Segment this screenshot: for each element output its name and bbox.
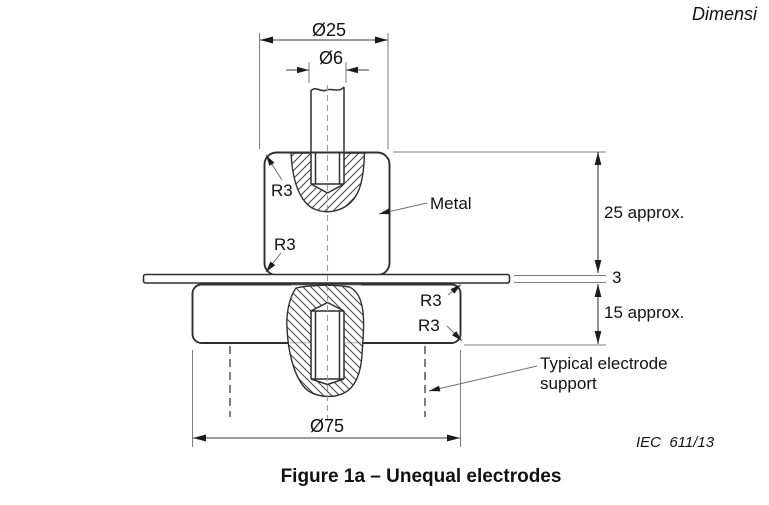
height-upper-value: 25 approx.	[604, 203, 684, 222]
arrowhead	[375, 36, 388, 44]
iec-figure-reference: IEC 611/13	[636, 434, 715, 451]
dim-height-lower: 15 approx.	[464, 284, 684, 346]
r3-label: R3	[420, 291, 442, 310]
dia25-value: Ø25	[312, 20, 346, 40]
arrowhead	[594, 284, 602, 297]
lower-electrode	[191, 283, 462, 398]
r3-callout-lower-bottom: R3	[418, 316, 463, 342]
arrowhead	[266, 155, 275, 166]
arrowhead	[450, 284, 461, 294]
support-callout: Typical electrode support	[428, 354, 668, 393]
arrowhead	[594, 152, 602, 165]
arrowhead	[447, 434, 460, 442]
arrowhead	[297, 66, 309, 74]
arrowhead	[266, 261, 276, 272]
arrowhead	[260, 36, 273, 44]
r3-label: R3	[418, 316, 440, 335]
r3-label: R3	[271, 181, 293, 200]
support-label-line1: Typical electrode	[540, 354, 668, 373]
arrowhead	[594, 260, 602, 273]
specimen-plate	[142, 273, 511, 284]
arrowhead	[346, 66, 358, 74]
r3-label: R3	[274, 235, 296, 254]
dim-height-upper: 25 approx.	[393, 151, 684, 273]
arrowhead	[429, 385, 441, 392]
plate-thickness-value: 3	[612, 268, 621, 287]
r3-callout-lower-top: R3	[420, 284, 462, 310]
dim-dia25: Ø25	[259, 20, 389, 149]
r3-callout-upper-bottom: R3	[265, 235, 296, 273]
arrowhead	[193, 434, 206, 442]
height-lower-value: 15 approx.	[604, 303, 684, 322]
dimensions-note: Dimensi	[692, 4, 758, 24]
upper-hole-fill	[311, 151, 344, 193]
dim-dia75: Ø75	[192, 350, 461, 447]
dia75-value: Ø75	[310, 416, 344, 436]
upper-hole-outline	[310, 152, 345, 194]
arrowhead	[452, 331, 462, 341]
metal-callout: Metal	[378, 194, 472, 215]
lower-hole-fill	[311, 302, 344, 385]
leader-line	[428, 365, 538, 392]
support-label-line2: support	[540, 374, 597, 393]
r3-callout-upper-top: R3	[265, 154, 293, 200]
metal-label: Metal	[430, 194, 472, 213]
arrowhead	[379, 208, 391, 215]
dia6-value: Ø6	[319, 48, 343, 68]
arrowhead	[594, 331, 602, 344]
dim-dia6: Ø6	[286, 48, 369, 83]
dim-plate-thickness: 3	[514, 268, 621, 287]
figure-caption: Figure 1a – Unequal electrodes	[281, 466, 562, 487]
